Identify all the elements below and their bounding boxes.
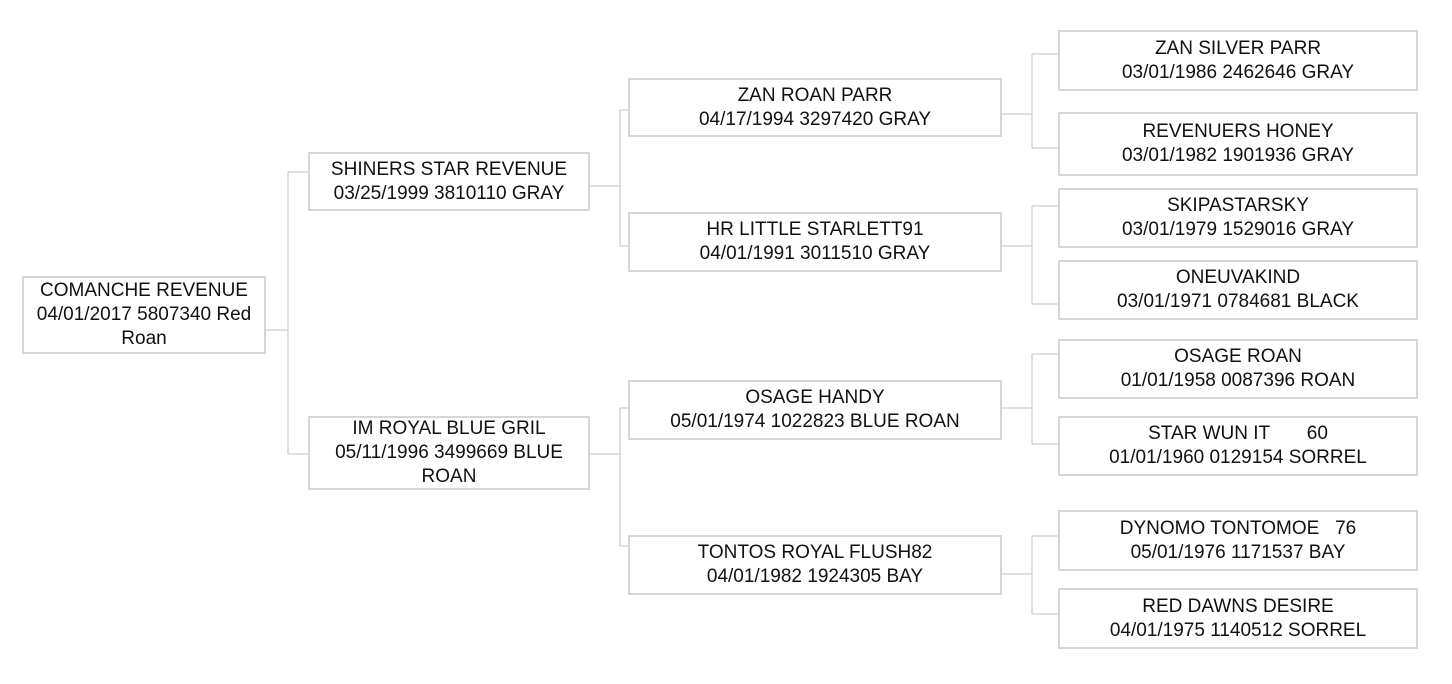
horse-details: 04/01/1975 1140512 SORREL [1109, 619, 1367, 641]
horse-details: 04/01/1982 1924305 BAY [706, 566, 924, 587]
horse-details: 05/11/1996 3499669 BLUE ROAN [335, 442, 563, 487]
horse-name: REVENUERS HONEY [1142, 121, 1334, 142]
connector-sire-dam [1000, 205, 1058, 305]
dam-sire-card[interactable]: OSAGE HANDY 05/01/1974 1022823 BLUE ROAN [628, 380, 1002, 440]
horse-details: 05/01/1974 1022823 BLUE ROAN [670, 411, 960, 432]
horse-name: SKIPASTARSKY [1167, 195, 1309, 216]
dam-dam-dam-card[interactable]: RED DAWNS DESIRE 04/01/1975 1140512 SORR… [1058, 588, 1418, 649]
dam-dam-sire-card[interactable]: DYNOMO TONTOMOE 76 05/01/1976 1171537 BA… [1058, 510, 1418, 571]
horse-details: 04/17/1994 3297420 GRAY [698, 108, 932, 130]
horse-details: 01/01/1960 0129154 SORREL [1109, 447, 1367, 468]
horse-name: DYNOMO TONTOMOE 76 [1119, 517, 1357, 539]
subject-horse-card[interactable]: COMANCHE REVENUE 04/01/2017 5807340 Red … [22, 276, 266, 354]
connector-dam-sire [1000, 353, 1058, 445]
sire-sire-sire-card[interactable]: ZAN SILVER PARR 03/01/1986 2462646 GRAY [1058, 30, 1418, 91]
connector-subject [266, 171, 308, 455]
sire-dam-card[interactable]: HR LITTLE STARLETT91 04/01/1991 3011510 … [628, 212, 1002, 272]
horse-name: TONTOS ROYAL FLUSH82 [697, 542, 933, 563]
horse-details: 03/25/1999 3810110 GRAY [333, 182, 565, 204]
dam-sire-sire-card[interactable]: OSAGE ROAN 01/01/1958 0087396 ROAN [1058, 339, 1418, 399]
horse-name: RED DAWNS DESIRE [1142, 595, 1334, 617]
horse-name: STAR WUN IT 60 [1148, 423, 1328, 444]
horse-name: OSAGE ROAN [1174, 346, 1302, 367]
horse-details: 01/01/1958 0087396 ROAN [1120, 370, 1356, 391]
horse-name: ZAN SILVER PARR [1154, 37, 1322, 59]
sire-dam-sire-card[interactable]: SKIPASTARSKY 03/01/1979 1529016 GRAY [1058, 188, 1418, 248]
horse-name: SHINERS STAR REVENUE [330, 158, 568, 180]
horse-details: 03/01/1986 2462646 GRAY [1121, 61, 1355, 83]
horse-name: IM ROYAL BLUE GRIL [352, 418, 546, 439]
horse-details: 04/01/2017 5807340 Red Roan [36, 304, 252, 349]
horse-name: ONEUVAKIND [1175, 267, 1301, 288]
sire-dam-dam-card[interactable]: ONEUVAKIND 03/01/1971 0784681 BLACK [1058, 260, 1418, 320]
connector-sire [590, 109, 628, 247]
horse-details: 03/01/1971 0784681 BLACK [1117, 291, 1359, 312]
horse-details: 04/01/1991 3011510 GRAY [699, 243, 931, 264]
horse-name: HR LITTLE STARLETT91 [706, 219, 924, 240]
dam-dam-card[interactable]: TONTOS ROYAL FLUSH82 04/01/1982 1924305 … [628, 535, 1002, 595]
horse-name: COMANCHE REVENUE [40, 280, 248, 301]
horse-name: ZAN ROAN PARR [737, 84, 893, 106]
sire-sire-card[interactable]: ZAN ROAN PARR 04/17/1994 3297420 GRAY [628, 78, 1002, 137]
horse-details: 03/01/1982 1901936 GRAY [1121, 145, 1355, 166]
horse-details: 03/01/1979 1529016 GRAY [1121, 219, 1355, 240]
sire-sire-dam-card[interactable]: REVENUERS HONEY 03/01/1982 1901936 GRAY [1058, 112, 1418, 176]
connector-dam-dam [1000, 535, 1058, 615]
connector-dam [590, 407, 628, 547]
dam-sire-dam-card[interactable]: STAR WUN IT 60 01/01/1960 0129154 SORREL [1058, 416, 1418, 476]
connector-sire-sire [1000, 53, 1058, 149]
horse-details: 05/01/1976 1171537 BAY [1130, 541, 1346, 563]
dam-card[interactable]: IM ROYAL BLUE GRIL 05/11/1996 3499669 BL… [308, 416, 590, 490]
sire-card[interactable]: SHINERS STAR REVENUE 03/25/1999 3810110 … [308, 152, 590, 211]
horse-name: OSAGE HANDY [745, 387, 885, 408]
